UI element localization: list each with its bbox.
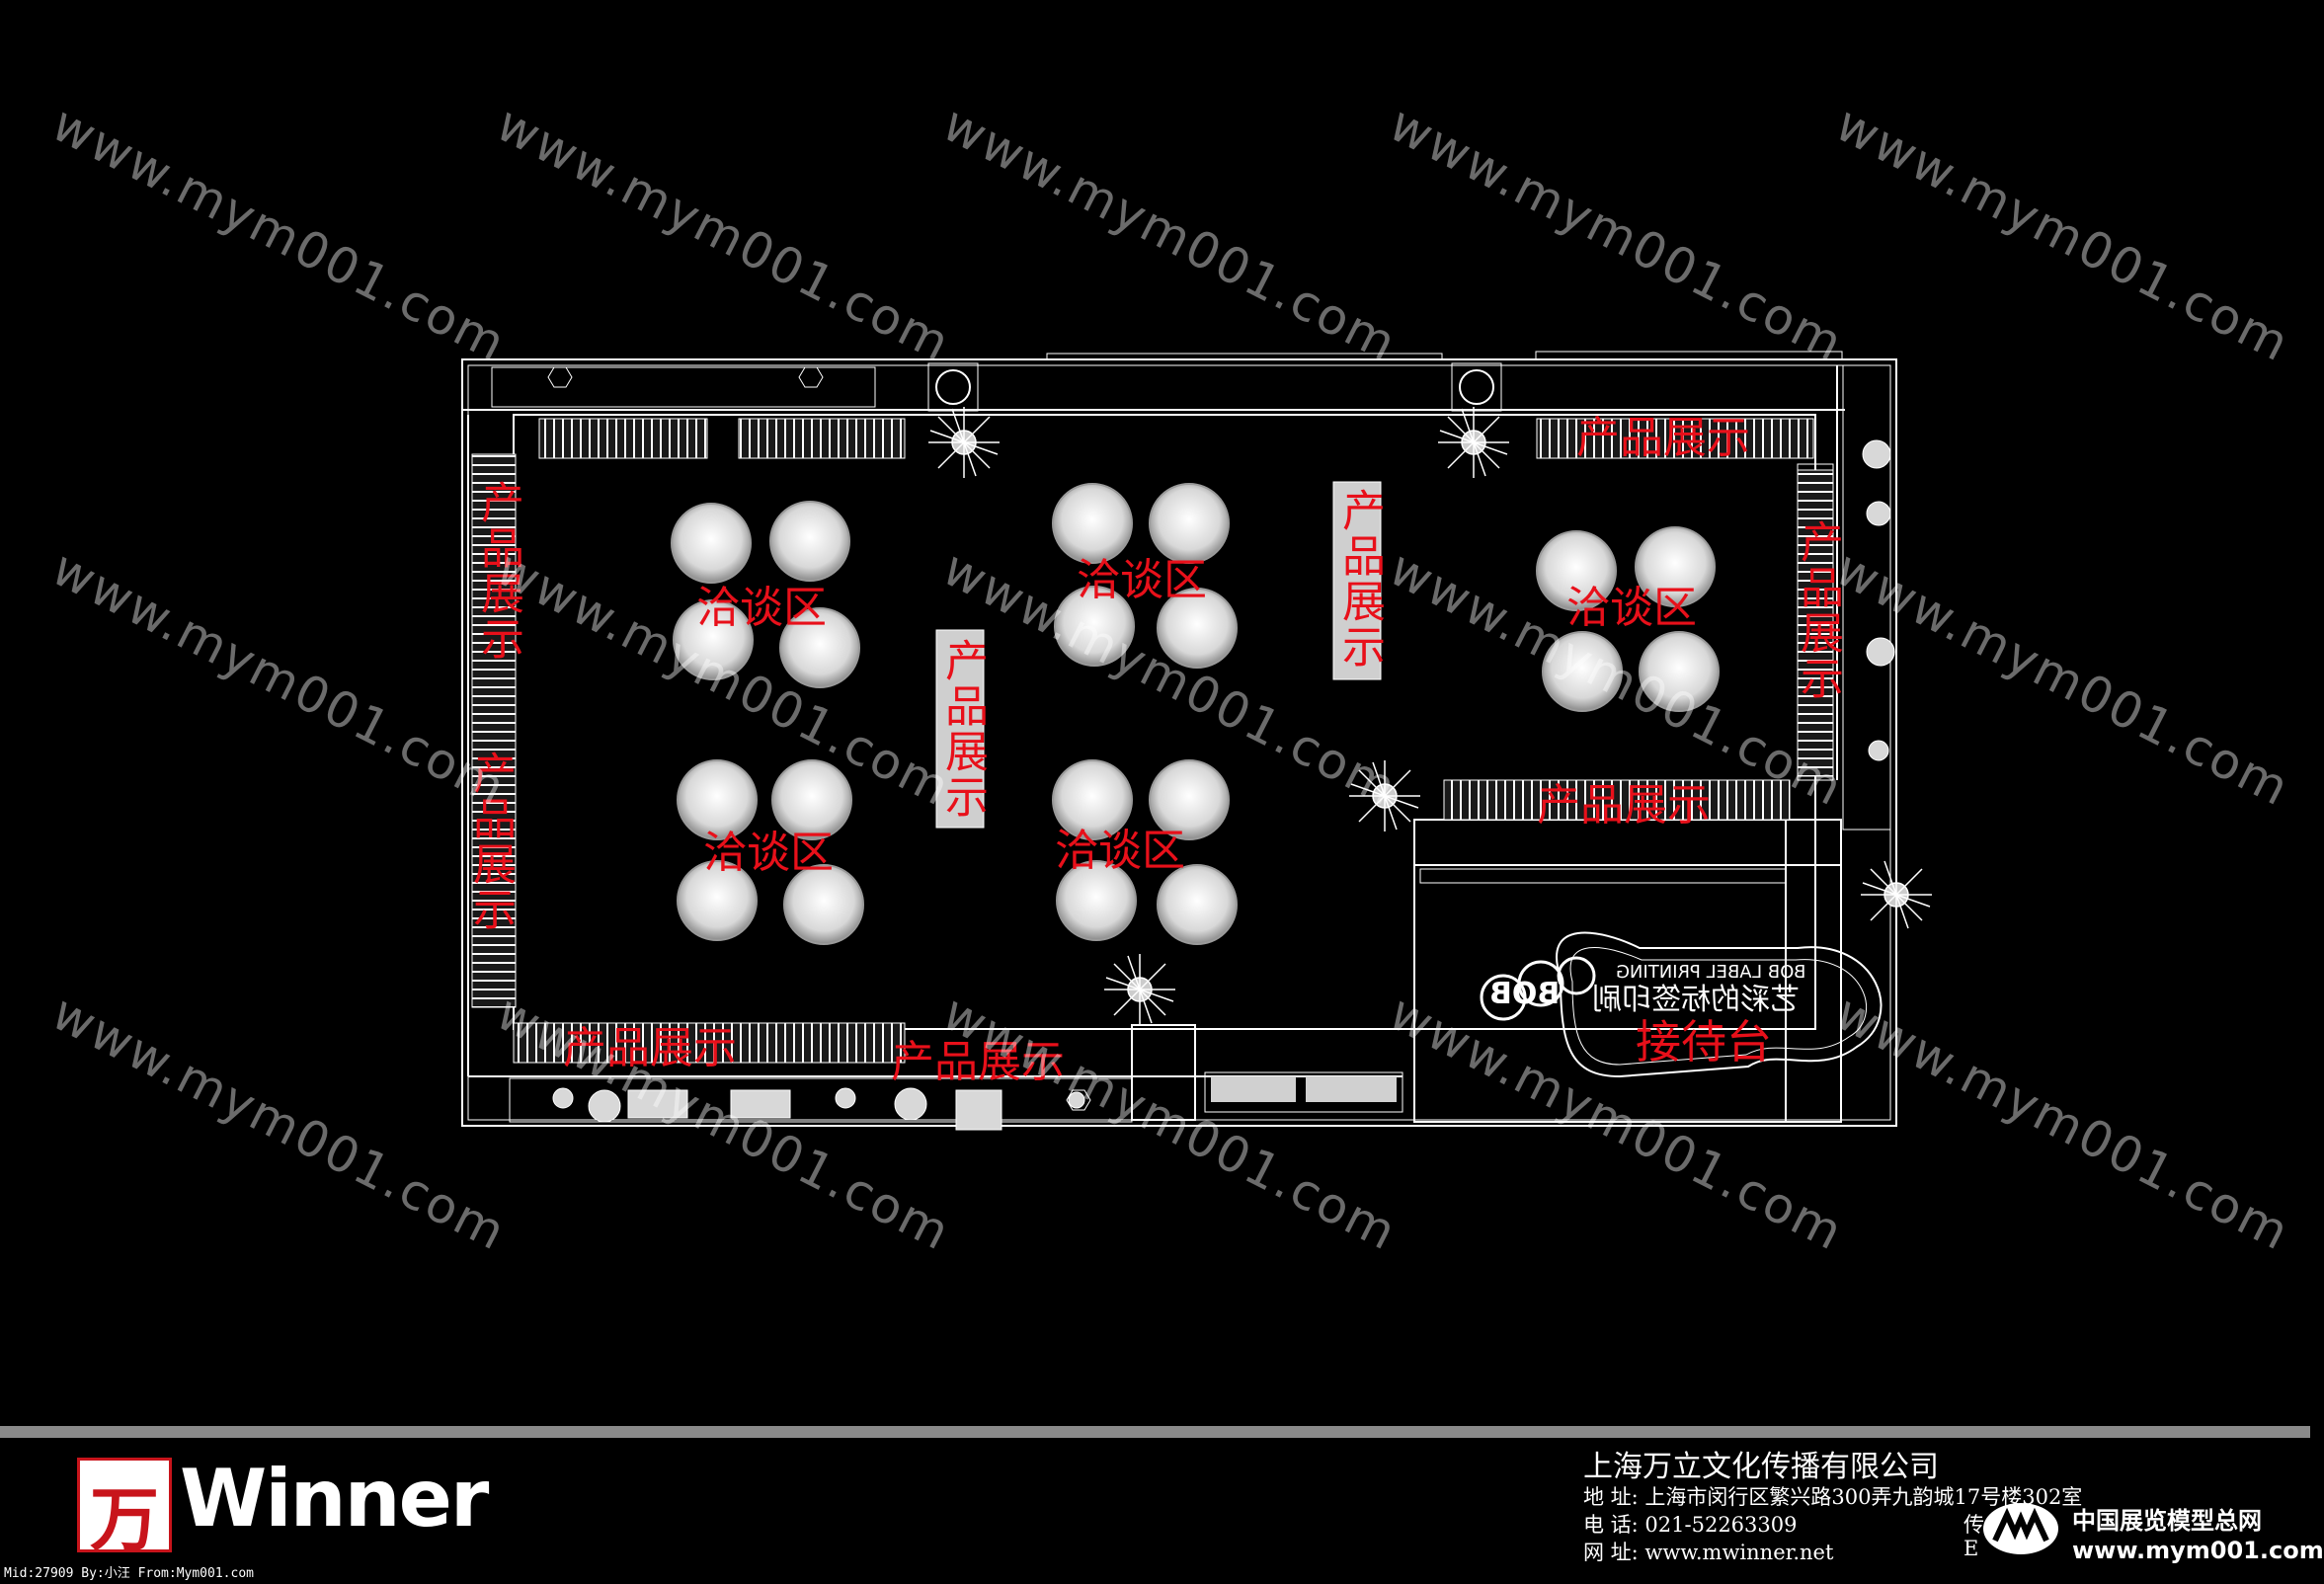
company-email-prefix: E bbox=[1963, 1537, 1979, 1560]
zone-product-center-case-2: 产品展示 bbox=[1334, 488, 1385, 670]
company-fax-prefix: 传 bbox=[1963, 1513, 1984, 1537]
zone-negotiation-2: 洽谈区 bbox=[1077, 555, 1207, 605]
site-url: www.mym001.com bbox=[2072, 1537, 2324, 1564]
zone-product-bottom-mid: 产品展示 bbox=[891, 1037, 1065, 1087]
brand-mark-icon: 万 bbox=[77, 1458, 172, 1560]
chair-cluster-4 bbox=[677, 759, 864, 945]
footer-divider bbox=[0, 1426, 2310, 1438]
reception-logo-text: BOB bbox=[1489, 977, 1561, 1011]
footer bbox=[0, 1426, 2310, 1584]
chair-cluster-3 bbox=[1536, 526, 1720, 712]
reception-sign-chinese: 艺彩的标签印刷 bbox=[1592, 983, 1800, 1017]
zone-negotiation-3: 洽谈区 bbox=[1566, 583, 1697, 633]
reception-logo bbox=[1480, 956, 1596, 1021]
brand-logo: 万 Winner bbox=[77, 1458, 489, 1560]
zone-negotiation-4: 洽谈区 bbox=[703, 828, 834, 878]
zone-product-mid-right: 产品展示 bbox=[1537, 780, 1711, 831]
zone-negotiation-1: 洽谈区 bbox=[696, 583, 827, 633]
company-name: 上海万立文化传播有限公司 bbox=[1583, 1450, 1939, 1484]
fixtures bbox=[547, 366, 1895, 1131]
site-name: 中国展览模型总网 bbox=[2072, 1507, 2262, 1535]
display-shelves bbox=[471, 418, 1834, 1102]
chair-cluster-5 bbox=[1052, 759, 1238, 945]
zone-product-top-right: 产品展示 bbox=[1576, 413, 1750, 463]
chairs bbox=[671, 483, 1720, 945]
mid-line: Mid:27909 By:小汪 From:Mym001.com bbox=[4, 1566, 254, 1581]
plants bbox=[928, 407, 1932, 1025]
zone-reception: 接待台 bbox=[1636, 1015, 1772, 1069]
company-website: 网 址: www.mwinner.net bbox=[1583, 1541, 1834, 1564]
zone-product-center-case-1: 产品展示 bbox=[937, 638, 988, 820]
zone-product-left-upper: 产品展示 bbox=[473, 480, 523, 662]
company-phone: 电 话: 021-52263309 bbox=[1583, 1513, 1798, 1537]
chair-cluster-2 bbox=[1052, 483, 1238, 669]
brand-name: Winner bbox=[180, 1453, 489, 1544]
company-address: 地 址: 上海市闵行区繁兴路300弄九韵城17号楼302室 bbox=[1583, 1485, 2083, 1509]
zone-negotiation-5: 洽谈区 bbox=[1055, 826, 1185, 876]
zone-product-left-lower: 产品展示 bbox=[465, 751, 516, 932]
site-logo-icon bbox=[1983, 1503, 2058, 1554]
zone-product-right-wall: 产品展示 bbox=[1793, 519, 1843, 701]
chair-cluster-1 bbox=[671, 501, 860, 688]
zone-product-bottom-left: 产品展示 bbox=[563, 1023, 737, 1073]
reception-sign-english: BOB LABEL PRINTING bbox=[1616, 962, 1806, 983]
